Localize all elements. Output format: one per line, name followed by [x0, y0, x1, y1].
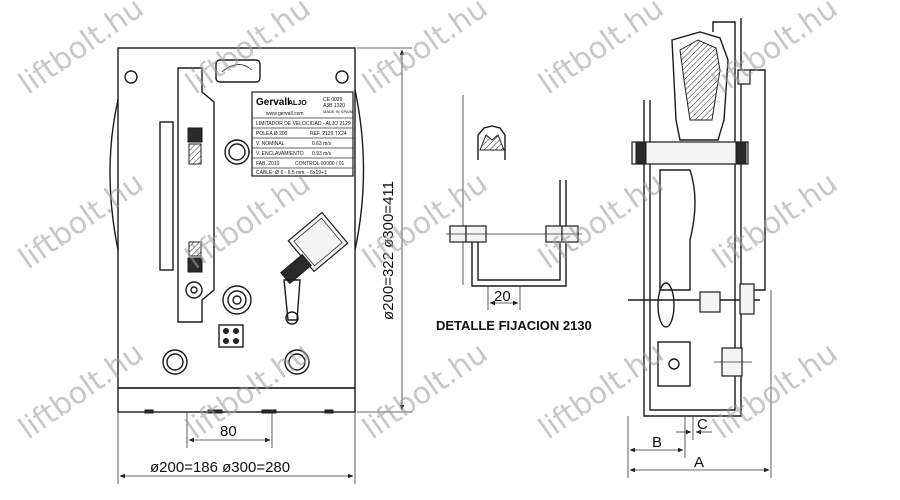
- switch-bracket: [280, 253, 312, 285]
- detail-dimension-label: 20: [494, 288, 511, 305]
- watermark: liftbolt.hu: [357, 0, 495, 102]
- side-pulley: [671, 31, 729, 141]
- main-shaft-bolt: [222, 285, 252, 315]
- watermark: liftbolt.hu: [13, 166, 151, 277]
- nameplate-title: LIMITADOR DE VELOCIDAD - ALJO 2129: [256, 121, 351, 127]
- switch-arm: [283, 279, 301, 321]
- dim-c-label: C: [697, 416, 708, 433]
- side-switch-screw: [668, 358, 680, 370]
- watermark: liftbolt.hu: [357, 336, 495, 447]
- main-shaft-bolt-core: [232, 295, 242, 305]
- nameplate-ce: CE 0029: [323, 97, 343, 103]
- lever-pivot-core: [190, 286, 198, 294]
- lower-spring: [188, 241, 202, 257]
- side-back-plate-outer: [643, 18, 742, 417]
- height-dimension-label: ø200=322 ø300=411: [380, 181, 397, 320]
- nameplate-row4-value: CONTROL 00000 / 01: [295, 161, 345, 167]
- side-shaft-nut-right: [735, 141, 747, 165]
- watermark: liftbolt.hu: [13, 336, 151, 447]
- corner-screw-tl: [124, 70, 138, 84]
- top-spring: [221, 64, 253, 73]
- tag-plate: [218, 324, 244, 348]
- fixing-detail: 20 DETALLE FIJACION 2130: [436, 95, 592, 333]
- bottom-hole-right: [284, 349, 310, 375]
- lever-plate: [177, 67, 215, 323]
- nameplate-row2-label: V. NOMINAL: [256, 141, 285, 147]
- lever-pivot: [185, 281, 203, 299]
- width-dimension-label: ø200=186 ø300=280: [150, 459, 290, 476]
- tag-plate-holes: [223, 328, 239, 344]
- nameplate-row5: CABLE: Ø 6 - 6.5 mm. - 6x19+1: [256, 170, 327, 176]
- top-slot-mechanism: [215, 59, 261, 83]
- bottom-hole-left-inner: [166, 353, 184, 371]
- side-cam: [657, 282, 675, 328]
- detail-caption: DETALLE FIJACION 2130: [436, 318, 592, 333]
- upper-clamp-block: [187, 127, 203, 143]
- nameplate-brand: Gervall: [256, 97, 290, 108]
- upper-bolt-hole: [224, 139, 250, 165]
- watermark: liftbolt.hu: [180, 0, 318, 102]
- nameplate-row1-value: REF. 2129.TX24: [310, 131, 347, 137]
- side-lower-nut: [699, 291, 721, 313]
- pulley-right-arc: [354, 89, 365, 251]
- corner-screw-tr: [335, 70, 349, 84]
- nameplate-row3-label: V. ENCLAVAMIENTO: [256, 151, 304, 157]
- side-back-plate: [649, 21, 736, 411]
- watermark: liftbolt.hu: [707, 0, 845, 102]
- switch-arm-roller: [285, 311, 299, 325]
- side-upper-nut: [737, 69, 751, 85]
- main-shaft-bolt-inner: [227, 290, 247, 310]
- side-lower-bracket: [739, 283, 755, 315]
- watermark: liftbolt.hu: [180, 336, 318, 447]
- side-bracket: [750, 69, 766, 291]
- detail-pulley: [477, 125, 506, 160]
- nameplate-row1-label: POLEA Ø 200: [256, 131, 288, 137]
- watermark: liftbolt.hu: [707, 166, 845, 277]
- bottom-hole-left: [162, 349, 188, 375]
- side-shaft: [631, 141, 749, 165]
- side-pulley-hatch: [679, 39, 721, 121]
- nameplate-row3-value: 0.93 m/s: [312, 151, 332, 157]
- dim-b-label: B: [652, 434, 662, 451]
- nameplate-logo: ALJO: [288, 100, 307, 107]
- detail-pulley-hatch: [479, 134, 505, 151]
- nameplate-origin: MADE IN SPAIN: [323, 109, 353, 114]
- watermark: liftbolt.hu: [13, 0, 151, 102]
- nameplate: Gervall ALJO CE 0029 A3B 1320 MADE IN SP…: [251, 91, 354, 177]
- watermark: liftbolt.hu: [357, 166, 495, 277]
- lower-clamp-block: [187, 257, 203, 273]
- dim-a-label: A: [694, 454, 704, 471]
- upper-bolt-hole-inner: [228, 143, 246, 161]
- side-rail: [159, 121, 174, 271]
- offset-dimension-label: 80: [220, 423, 237, 440]
- side-view: A B C: [627, 18, 772, 478]
- base-slots: [144, 409, 334, 414]
- nameplate-row4-label: FAB. 2010: [256, 161, 280, 167]
- front-view: Gervall ALJO CE 0029 A3B 1320 MADE IN SP…: [109, 47, 412, 484]
- side-switch-box: [657, 341, 691, 387]
- bottom-hole-right-inner: [288, 353, 306, 371]
- nameplate-row2-value: 0.63 m/s: [312, 141, 332, 147]
- upper-spring: [188, 143, 202, 165]
- nameplate-standard: A3B 1320: [323, 103, 345, 109]
- watermark: liftbolt.hu: [533, 0, 671, 102]
- base-plate: [117, 387, 356, 413]
- pulley-left-arc: [109, 99, 119, 251]
- side-body: [659, 169, 696, 291]
- side-shaft-nut-left: [635, 141, 647, 165]
- watermarks: liftbolt.hu liftbolt.hu liftbolt.hu lift…: [13, 0, 845, 447]
- nameplate-website: www.gervall.com: [266, 111, 304, 117]
